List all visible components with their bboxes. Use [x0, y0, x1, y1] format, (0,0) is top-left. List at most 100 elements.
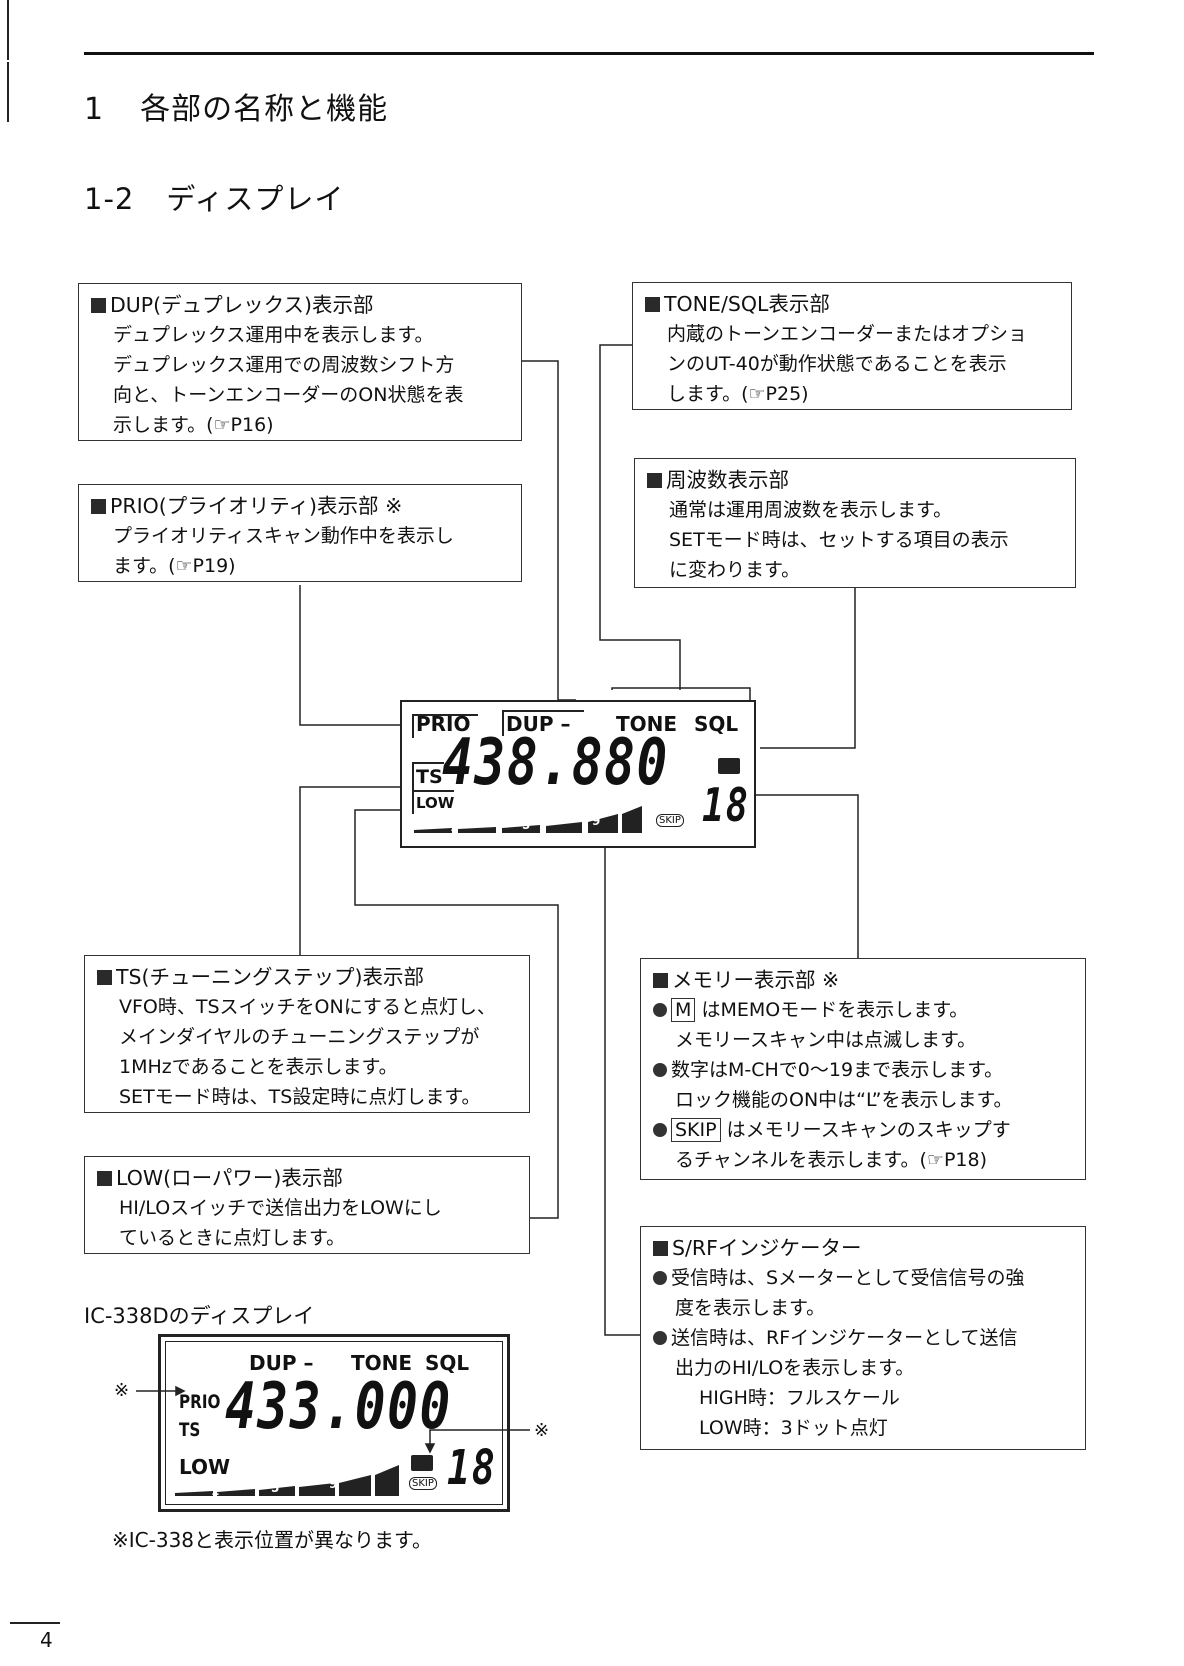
- circle-bullet-icon: [653, 1063, 667, 1077]
- ic338d-meter-label-1: 1: [211, 1484, 220, 1498]
- ts-line: SETモード時は、TS設定時に点灯します。: [119, 1086, 481, 1108]
- ic338d-sql: SQL: [425, 1351, 470, 1375]
- s-rf-low: LOW時：3ドット点灯: [699, 1417, 888, 1439]
- ts-line: メインダイヤルのチューニングステップが: [119, 1026, 480, 1048]
- dup-callout-title: DUP(デュプレックス)表示部: [91, 290, 511, 320]
- ts-line: VFO時、TSスイッチをONにすると点灯し、: [119, 996, 496, 1018]
- square-bullet-icon: [91, 298, 106, 313]
- s-rf-bullet: 送信時は、RFインジケーターとして送信: [653, 1323, 1075, 1353]
- ic338d-dup: DUP –: [249, 1351, 314, 1375]
- ic338d-prio: PRIO: [179, 1391, 221, 1413]
- ic338d-skip: SKIP: [409, 1477, 437, 1490]
- s-rf-high: HIGH時：フルスケール: [699, 1387, 900, 1409]
- lcd-prio: PRIO: [416, 712, 471, 736]
- dup-callout: DUP(デュプレックス)表示部 デュプレックス運用中を表示します。 デュプレック…: [78, 283, 522, 441]
- s-rf-callout: S/RFインジケーター 受信時は、Sメーターとして受信信号の強 度を表示します。…: [640, 1226, 1086, 1450]
- circle-bullet-icon: [653, 1271, 667, 1285]
- low-callout-title: LOW(ローパワー)表示部: [97, 1163, 519, 1193]
- s-rf-bullet-cont: 度を表示します。: [675, 1297, 826, 1319]
- dup-line: 向と、トーンエンコーダーのON状態を表: [113, 384, 464, 406]
- ts-callout-title: TS(チューニングステップ)表示部: [97, 962, 519, 992]
- ic338d-meter-label-9: 9: [329, 1477, 338, 1491]
- ic338d-note-mark-right: ※: [534, 1420, 550, 1441]
- frequency-callout: 周波数表示部 通常は運用周波数を表示します。 SETモード時は、セットする項目の…: [634, 458, 1076, 588]
- s-rf-meter: [414, 806, 642, 833]
- ic338d-meter-label-5: 5: [271, 1481, 280, 1495]
- memory-bullet: SKIP はメモリースキャンのスキップす: [653, 1115, 1075, 1145]
- circle-bullet-icon: [653, 1123, 667, 1137]
- lcd-sql: SQL: [694, 712, 739, 736]
- lcd-skip: SKIP: [656, 814, 684, 827]
- low-line: HI/LOスイッチで送信出力をLOWにし: [119, 1197, 442, 1219]
- freq-line: SETモード時は、セットする項目の表示: [669, 529, 1009, 551]
- chapter-number: 1: [84, 92, 105, 127]
- ts-callout: TS(チューニングステップ)表示部 VFO時、TSスイッチをONにすると点灯し、…: [84, 955, 530, 1113]
- lcd-low: LOW: [416, 794, 455, 812]
- ic338d-lcd: DUP – TONE SQL PRIO TS 433.000 LOW 1 5 9…: [158, 1334, 510, 1512]
- lcd-dup: DUP –: [506, 712, 571, 736]
- ic338d-caption: IC-338Dのディスプレイ: [84, 1304, 315, 1328]
- page-number: 4: [40, 1628, 53, 1652]
- ic338d-footnote: ※IC-338と表示位置が異なります。: [112, 1528, 433, 1552]
- tone-sql-callout: TONE/SQL表示部 内蔵のトーンエンコーダーまたはオプショ ンのUT-40が…: [632, 282, 1072, 410]
- dup-line: 示します。(☞P16): [113, 414, 274, 436]
- square-bullet-icon: [91, 499, 106, 514]
- s-rf-callout-title: S/RFインジケーター: [653, 1233, 1075, 1263]
- memory-bullet-cont: メモリースキャン中は点滅します。: [675, 1029, 977, 1051]
- meter-label-5: 5: [522, 818, 531, 832]
- ic338d-memory-m-icon: [411, 1455, 433, 1471]
- circle-bullet-icon: [653, 1331, 667, 1345]
- freq-line: 通常は運用周波数を表示します。: [669, 499, 953, 521]
- square-bullet-icon: [653, 1241, 668, 1256]
- frequency-callout-title: 周波数表示部: [647, 465, 1065, 495]
- memory-callout-title: メモリー表示部 ※: [653, 965, 1075, 995]
- prio-callout-title: PRIO(プライオリティ)表示部 ※: [91, 491, 511, 521]
- ts-line: 1MHzであることを表示します。: [119, 1056, 398, 1078]
- s-rf-bullet-cont: 出力のHI/LOを表示します。: [675, 1357, 915, 1379]
- ic338d-frequency: 433.000: [225, 1370, 452, 1444]
- dup-line: デュプレックス運用中を表示します。: [113, 324, 434, 346]
- ic338d-ts: TS: [179, 1419, 201, 1441]
- meter-label-9: 9: [592, 814, 601, 828]
- header-rule: [84, 52, 1094, 55]
- memory-bullet: M はMEMOモードを表示します。: [653, 995, 1075, 1025]
- s-rf-bullet: 受信時は、Sメーターとして受信信号の強: [653, 1263, 1075, 1293]
- prio-bracket: [412, 714, 478, 738]
- ic338d-lcd-inner: [165, 1341, 503, 1505]
- lcd-frequency: 438.880: [442, 726, 669, 800]
- main-lcd: PRIO DUP – TONE SQL TS 438.880 LOW 1 5 9…: [400, 700, 756, 848]
- margin-mark: [7, 0, 9, 60]
- meter-label-1: 1: [450, 820, 459, 834]
- ic338d-memory-channel: 18: [447, 1440, 497, 1496]
- square-bullet-icon: [645, 297, 660, 312]
- tone-line: します。(☞P25): [667, 383, 809, 405]
- dup-line: デュプレックス運用での周波数シフト方: [113, 354, 455, 376]
- lcd-tone: TONE: [616, 712, 678, 736]
- freq-line: に変わります。: [669, 559, 801, 581]
- ic338d-low: LOW: [179, 1455, 231, 1479]
- prio-line: ます。(☞P19): [113, 555, 236, 577]
- circle-bullet-icon: [653, 1003, 667, 1017]
- memory-callout: メモリー表示部 ※ M はMEMOモードを表示します。 メモリースキャン中は点滅…: [640, 958, 1086, 1180]
- ic338d-note-mark-left: ※: [114, 1380, 130, 1401]
- section-title: ディスプレイ: [166, 182, 345, 216]
- ts-bracket: [412, 762, 444, 792]
- low-callout: LOW(ローパワー)表示部 HI/LOスイッチで送信出力をLOWにし ているとき…: [84, 1156, 530, 1254]
- square-bullet-icon: [653, 973, 668, 988]
- tone-line: ンのUT-40が動作状態であることを表示: [667, 353, 1007, 375]
- margin-mark: [7, 62, 9, 122]
- lcd-ts: TS: [416, 766, 443, 788]
- memory-bullet-cont: ロック機能のON中は“L”を表示します。: [675, 1089, 1013, 1111]
- ic338d-s-rf-meter: [175, 1465, 399, 1496]
- prio-callout: PRIO(プライオリティ)表示部 ※ プライオリティスキャン動作中を表示し ます…: [78, 484, 522, 582]
- section-heading: 1-2 ディスプレイ: [84, 176, 344, 218]
- lcd-memory-channel: 18: [702, 778, 750, 832]
- low-bracket: [412, 790, 454, 814]
- section-number: 1-2: [84, 182, 135, 216]
- low-line: ているときに点灯します。: [119, 1227, 346, 1249]
- memory-bullet-cont: るチャンネルを表示します。(☞P18): [675, 1149, 988, 1171]
- memory-bullet: 数字はM-CHで0〜19まで表示します。: [653, 1055, 1075, 1085]
- prio-line: プライオリティスキャン動作中を表示し: [113, 525, 454, 547]
